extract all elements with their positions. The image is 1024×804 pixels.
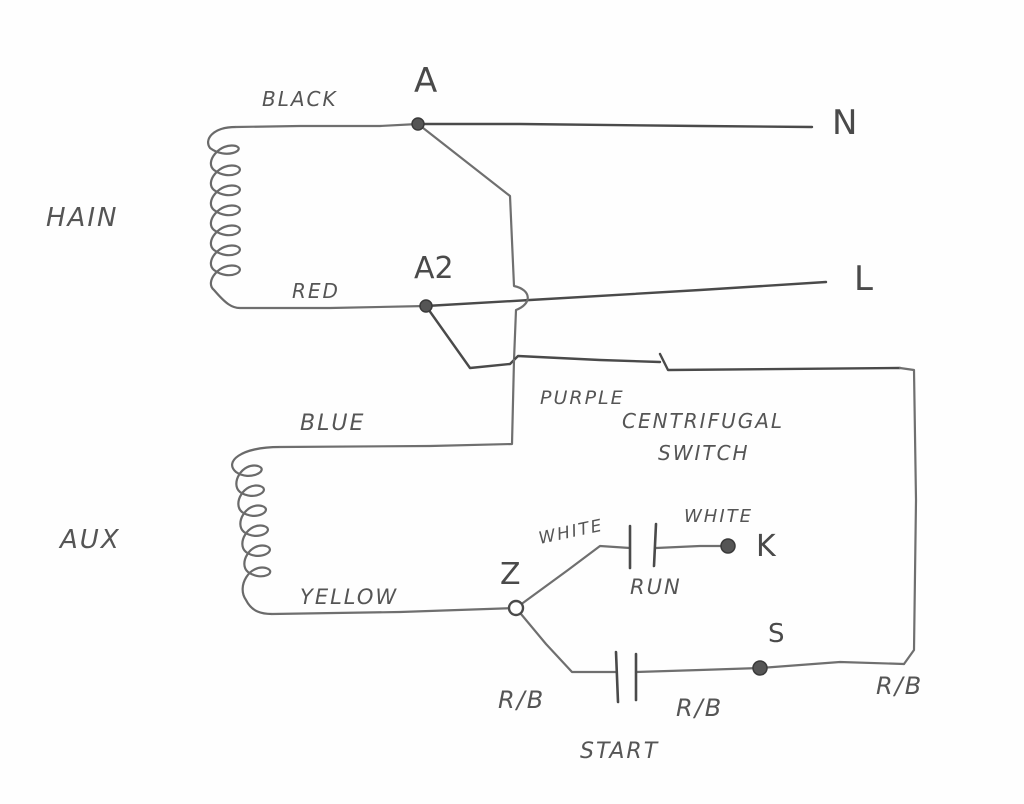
terminal-k-node — [720, 538, 736, 554]
centrifugal-label-line2: SWITCH — [658, 441, 750, 465]
terminal-a-node — [411, 117, 425, 131]
rb-label-middle: R/B — [676, 694, 723, 722]
terminal-z-node — [507, 599, 525, 617]
run-capacitor — [628, 522, 658, 570]
rb-label-left: R/B — [498, 686, 545, 714]
white-wire-left — [514, 544, 632, 610]
line-label: L — [854, 259, 873, 299]
neutral-line — [416, 122, 814, 129]
terminal-k-label: K — [756, 529, 777, 564]
line-wire — [424, 280, 828, 308]
terminal-s-label: S — [768, 619, 785, 649]
rb-wire-middle — [634, 666, 762, 674]
centrifugal-switch-blade — [658, 352, 902, 372]
white-label-right: WHITE — [684, 506, 753, 527]
rb-wire-left — [514, 606, 618, 674]
terminal-z-label: Z — [500, 557, 521, 592]
yellow-wire — [270, 606, 518, 616]
aux-coil-label: AUX — [58, 525, 121, 555]
yellow-label: YELLOW — [300, 585, 398, 609]
right-return-wire — [898, 366, 918, 666]
rb-wire-right — [758, 660, 906, 670]
aux-coil — [231, 445, 281, 616]
red-wire — [238, 304, 428, 310]
start-capacitor — [614, 650, 638, 704]
terminal-a2-label: A2 — [414, 251, 454, 286]
main-coil-label: HAIN — [46, 203, 118, 233]
neutral-label: N — [832, 103, 857, 143]
blue-label: BLUE — [300, 411, 365, 436]
main-coil — [207, 125, 241, 310]
black-wire — [234, 122, 420, 129]
blue-wire — [278, 358, 516, 449]
black-label: BLACK — [262, 87, 338, 111]
white-label-left: WHITE — [537, 516, 605, 549]
run-capacitor-label: RUN — [630, 575, 682, 599]
purple-wire — [424, 304, 662, 370]
a-jumper — [416, 122, 529, 362]
red-label: RED — [292, 279, 340, 303]
centrifugal-label-line1: CENTRIFUGAL — [622, 409, 784, 433]
rb-label-right: R/B — [876, 672, 923, 700]
terminal-a-label: A — [414, 61, 437, 101]
start-capacitor-label: START — [580, 739, 659, 764]
terminal-a2-node — [419, 299, 433, 313]
terminal-s-node — [752, 660, 768, 676]
wires — [234, 122, 918, 674]
white-wire-right — [654, 544, 730, 550]
purple-label: PURPLE — [540, 387, 625, 409]
